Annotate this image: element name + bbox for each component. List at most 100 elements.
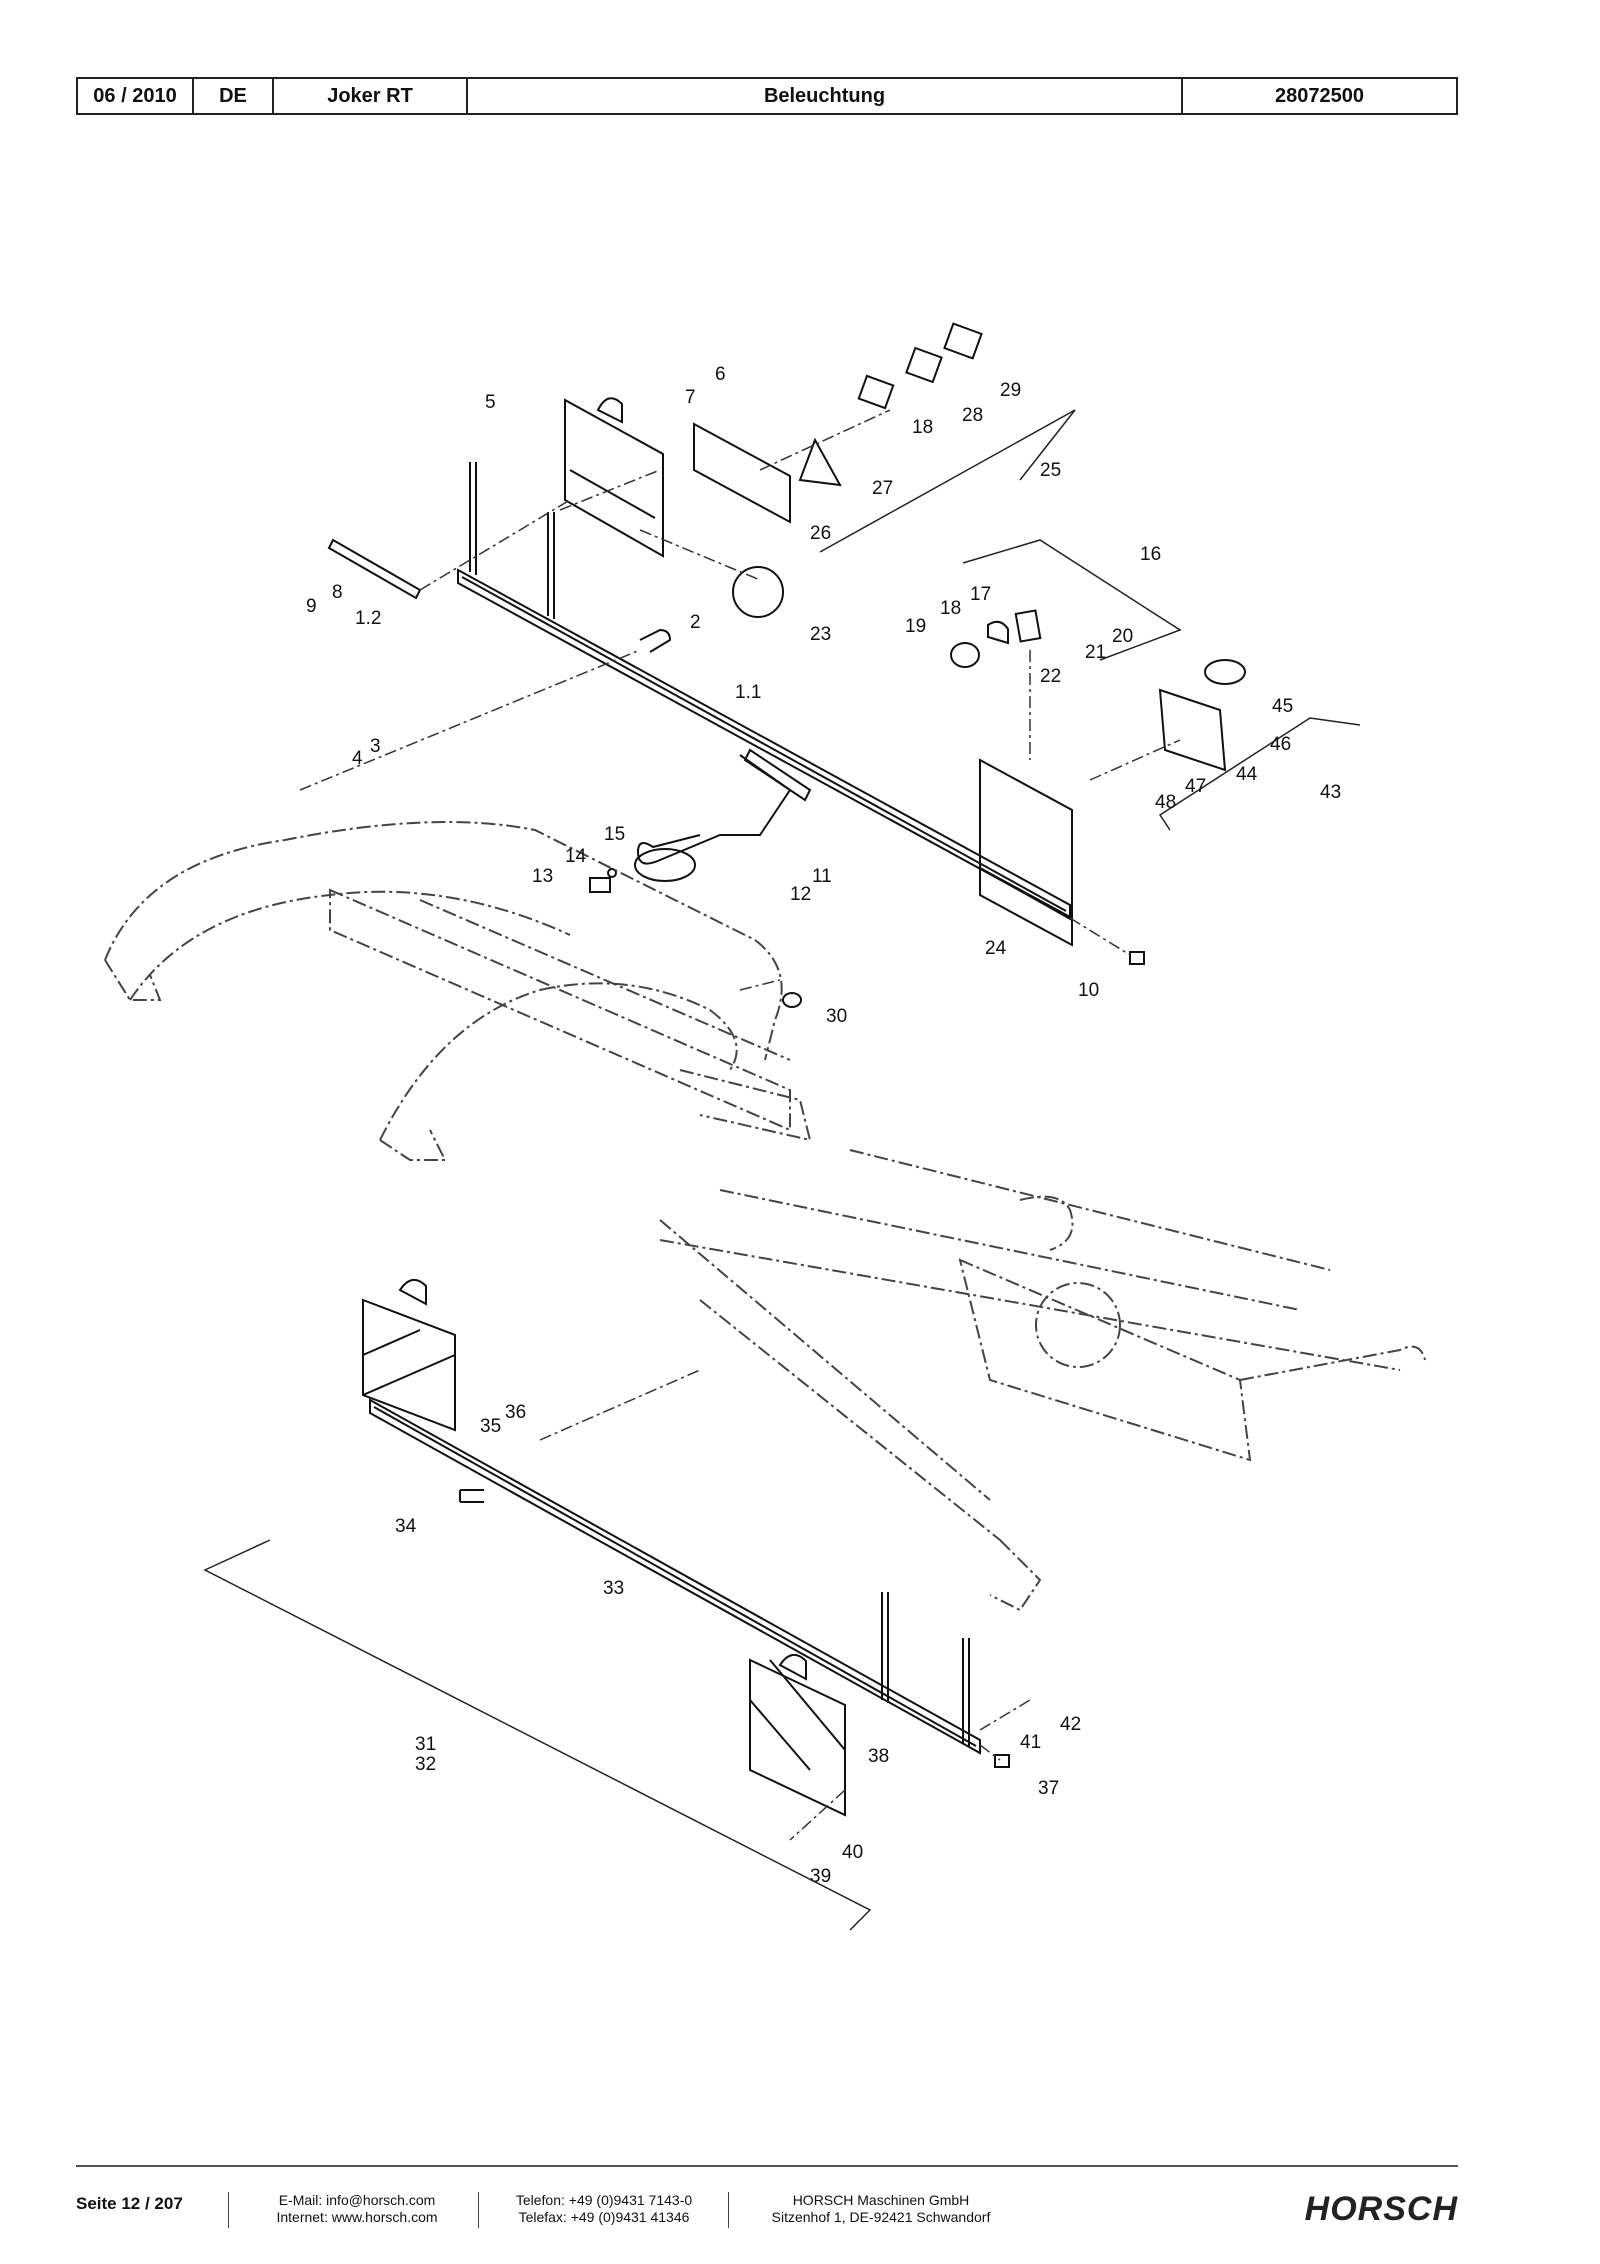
lamp-19: [950, 642, 980, 668]
callout-40: 40: [842, 1842, 863, 1863]
callout-30: 30: [826, 1006, 847, 1027]
header-table: 06 / 2010 DE Joker RT Beleuchtung 280725…: [76, 77, 1458, 115]
callout-33: 33: [603, 1578, 624, 1599]
callout-3: 3: [370, 736, 381, 757]
callout-29: 29: [1000, 380, 1021, 401]
o-ring-30: [782, 992, 802, 1008]
callout-21: 21: [1085, 642, 1106, 663]
callout-8: 8: [332, 582, 343, 603]
lamp-29: [943, 322, 983, 360]
header-title: Beleuchtung: [468, 79, 1183, 113]
warning-board-right: [979, 758, 1073, 920]
cap-37: [994, 1754, 1010, 1768]
callout-26: 26: [810, 523, 831, 544]
horsch-logo: HORSCH: [1304, 2190, 1458, 2228]
warning-board-lower-left: [362, 1298, 456, 1432]
header-language: DE: [194, 79, 274, 113]
callout-6: 6: [715, 364, 726, 385]
callout-13: 13: [532, 866, 553, 887]
callout-24: 24: [985, 938, 1007, 959]
reflector-triangle: [798, 437, 842, 487]
callout-15: 15: [604, 824, 625, 845]
callout-48: 48: [1155, 792, 1176, 813]
speed-sign: [732, 566, 784, 618]
callout-42: 42: [1060, 1714, 1081, 1735]
callout-1-2: 1.2: [355, 608, 381, 629]
callout-16: 16: [1140, 544, 1161, 565]
callout-18a: 18: [912, 417, 933, 438]
footer-contact-web: E-Mail: info@horsch.com Internet: www.ho…: [262, 2192, 452, 2226]
callout-11: 11: [812, 866, 832, 887]
callout-23: 23: [810, 624, 831, 645]
callout-9: 9: [306, 596, 317, 617]
warning-board-upper-left: [564, 398, 664, 558]
callout-47: 47: [1185, 776, 1206, 797]
callout-31: 31: [415, 1734, 436, 1755]
callout-41: 41: [1020, 1732, 1041, 1753]
u-bolt-2: [639, 628, 672, 653]
light-bar-lower: [369, 1398, 981, 1755]
lamp-45: [1204, 659, 1246, 685]
callout-46: 46: [1270, 734, 1291, 755]
frame-sketch: [104, 821, 1426, 1612]
license-plate-holder: [693, 422, 791, 524]
callout-10: 10: [1078, 980, 1099, 1001]
bracket-31: [203, 1539, 872, 1931]
callout-25: 25: [1040, 460, 1061, 481]
callout-36: 36: [505, 1402, 526, 1423]
callout-4: 4: [352, 748, 363, 769]
callout-27: 27: [872, 478, 893, 499]
footer-company-block: HORSCH Maschinen GmbH Sitzenhof 1, DE-92…: [756, 2192, 1006, 2226]
callout-7: 7: [685, 387, 696, 408]
bracket-1-2: [327, 538, 422, 600]
bracket-16: [962, 539, 1182, 661]
callout-43: 43: [1320, 782, 1341, 803]
callout-37: 37: [1038, 1778, 1059, 1799]
callout-5: 5: [485, 392, 496, 413]
footer-fax: Telefax: +49 (0)9431 41346: [518, 2209, 690, 2225]
callout-2: 2: [690, 612, 701, 633]
callout-39: 39: [810, 1866, 831, 1887]
page-number: Seite 12 / 207: [76, 2194, 183, 2213]
callout-32: 32: [415, 1754, 436, 1775]
footer-email: E-Mail: info@horsch.com: [278, 2192, 436, 2208]
warning-board-lower-right: [749, 1658, 846, 1817]
callout-12: 12: [790, 884, 811, 905]
footer-separator: [728, 2192, 729, 2228]
lamp-holder-16: [1014, 609, 1042, 643]
callout-1-1: 1.1: [735, 682, 761, 703]
callout-35: 35: [480, 1416, 501, 1437]
footer: Seite 12 / 207 E-Mail: info@horsch.com I…: [76, 2188, 1458, 2238]
cap-10: [1129, 951, 1145, 965]
callout-labels: 6 7 5 29 18 28 25 27 26 23 16 8 9 1.2 2 …: [306, 364, 1341, 1887]
lamp-28: [905, 346, 943, 384]
footer-divider: [76, 2165, 1458, 2167]
header-model: Joker RT: [274, 79, 468, 113]
callout-45: 45: [1272, 696, 1293, 717]
footer-company: HORSCH Maschinen GmbH: [792, 2192, 970, 2208]
u-bolt-34: [459, 1489, 484, 1503]
cable-harness: [743, 748, 812, 802]
callout-17: 17: [970, 584, 991, 605]
bracket-25: [819, 409, 1076, 553]
callout-38: 38: [868, 1746, 889, 1767]
bracket-43: [1158, 717, 1361, 831]
callout-14: 14: [565, 846, 587, 867]
header-date: 06 / 2010: [78, 79, 194, 113]
footer-internet: Internet: www.horsch.com: [276, 2209, 438, 2225]
callout-19: 19: [905, 616, 926, 637]
header-part-number: 28072500: [1275, 84, 1364, 107]
callout-20: 20: [1112, 626, 1133, 647]
callout-34: 34: [395, 1516, 417, 1537]
footer-phone: Telefon: +49 (0)9431 7143-0: [515, 2192, 693, 2208]
footer-separator: [478, 2192, 479, 2228]
callout-18b: 18: [940, 598, 961, 619]
callout-28: 28: [962, 405, 983, 426]
lamp-plate-43: [1158, 688, 1227, 772]
footer-separator: [228, 2192, 229, 2228]
footer-address: Sitzenhof 1, DE-92421 Schwandorf: [771, 2209, 991, 2225]
lamp-18-upper: [857, 374, 895, 410]
callout-44: 44: [1236, 764, 1258, 785]
footer-contact-phone: Telefon: +49 (0)9431 7143-0 Telefax: +49…: [504, 2192, 704, 2226]
